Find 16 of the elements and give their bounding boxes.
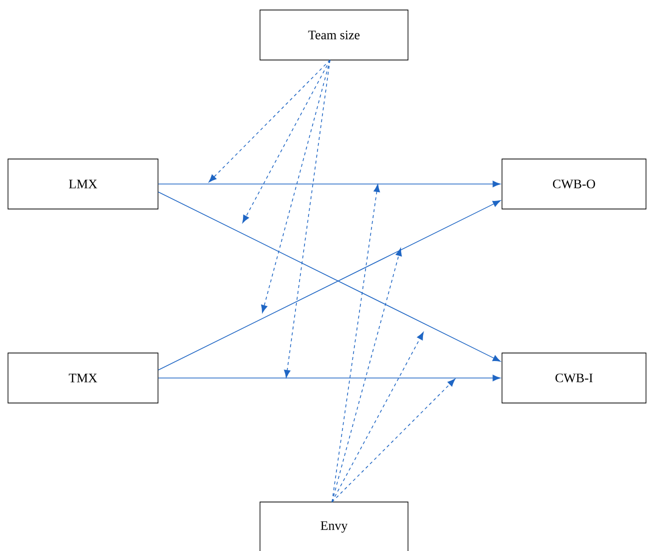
dashed-arrow (332, 332, 424, 502)
dashed-arrow (332, 184, 380, 502)
concept-box: Team size (260, 10, 408, 60)
concept-box: CWB-O (502, 158, 646, 210)
dashed-arrow (332, 248, 402, 502)
dashed-arrow (261, 60, 330, 313)
concept-box: TMX (8, 352, 158, 404)
dashed-arrow (284, 60, 330, 378)
arrow (158, 180, 500, 188)
concept-box: LMX (8, 158, 158, 210)
arrow (158, 374, 500, 382)
dashed-arrow (332, 378, 456, 502)
concept-box: CWB-I (502, 352, 646, 404)
dashed-arrow (242, 60, 330, 223)
dashed-arrow (208, 60, 330, 182)
concept-box: Envy (260, 502, 408, 551)
